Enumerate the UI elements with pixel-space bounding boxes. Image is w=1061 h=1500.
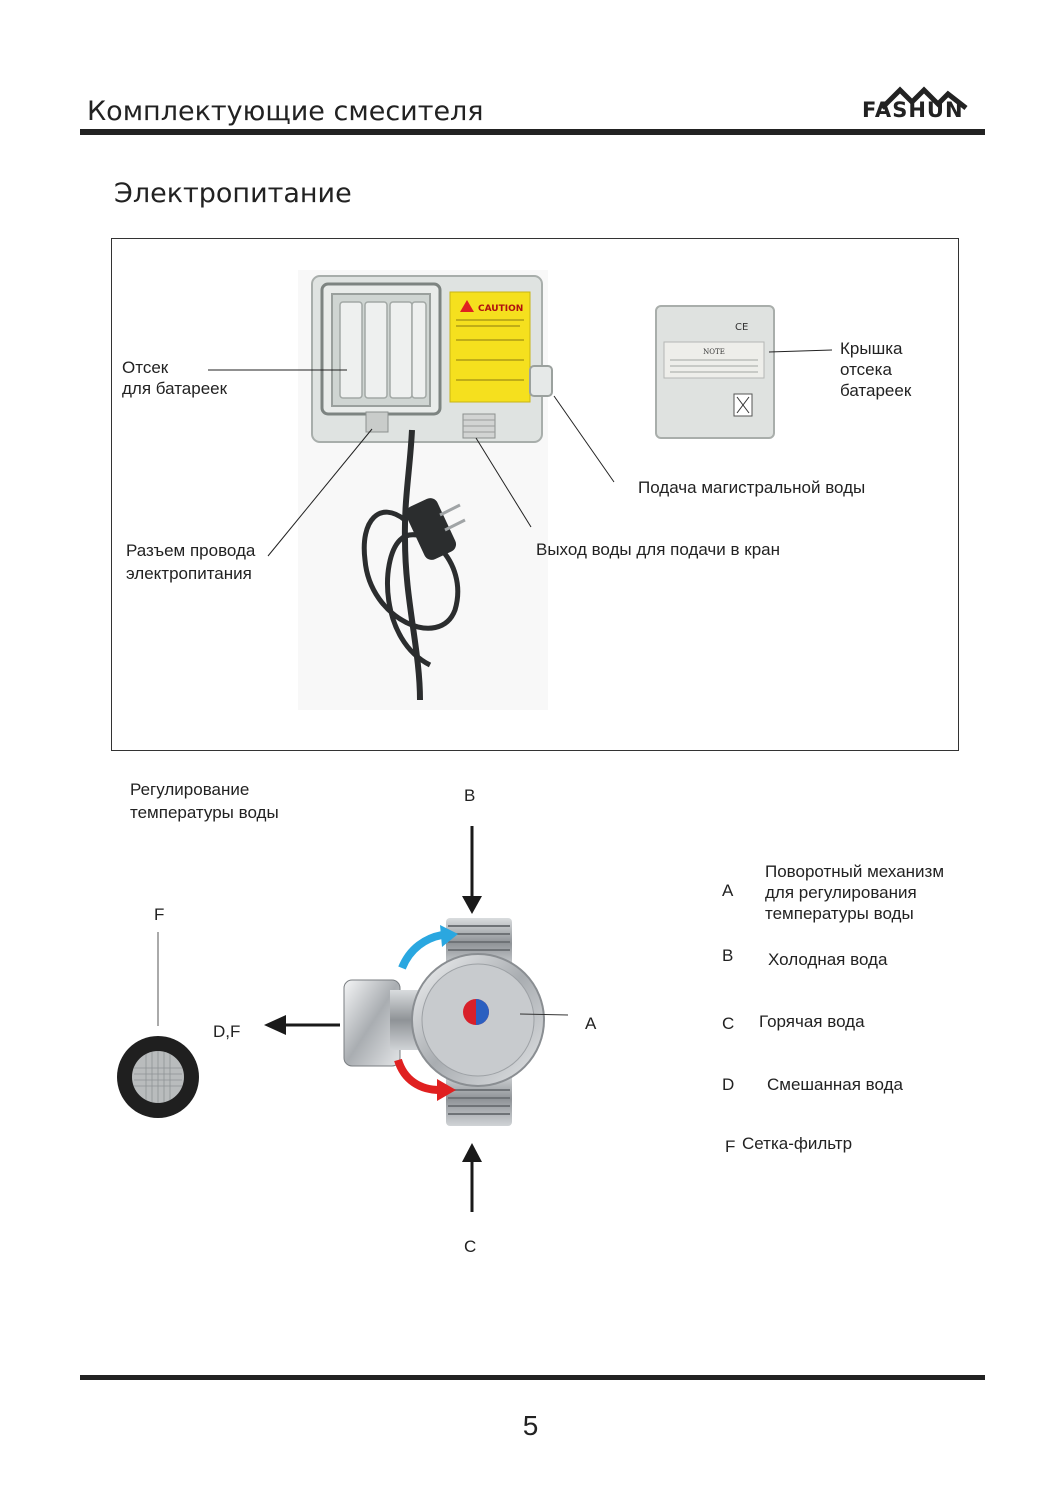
ce-mark: CE bbox=[735, 322, 748, 333]
brand-name: FASHUN bbox=[862, 98, 964, 122]
legend-text-f: Сетка-фильтр bbox=[742, 1134, 853, 1153]
label-mains-water-inlet: Подача магистральной воды bbox=[638, 478, 866, 497]
legend-letter-a: A bbox=[722, 881, 734, 900]
header-rule bbox=[80, 129, 985, 135]
page-header-title: Комплектующие смесителя bbox=[87, 96, 484, 127]
label-battery-cover: Крышка отсека батареек bbox=[840, 339, 912, 400]
diagram-letter-f: F bbox=[154, 905, 165, 924]
section-title-temperature: Регулирование температуры воды bbox=[130, 780, 279, 822]
legend-text-c: Горячая вода bbox=[759, 1012, 865, 1031]
legend-letter-b: B bbox=[722, 946, 734, 965]
label-power-cable-connector: Разъем провода электропитания bbox=[126, 541, 256, 583]
note-label: NOTE bbox=[703, 348, 725, 356]
diagram-letter-a: A bbox=[585, 1014, 597, 1033]
power-supply-panel bbox=[111, 238, 959, 751]
legend-letter-f: F bbox=[725, 1137, 736, 1156]
legend-letter-c: C bbox=[722, 1014, 735, 1033]
diagram-letter-df: D,F bbox=[213, 1022, 241, 1041]
page-number: 5 bbox=[522, 1410, 539, 1441]
footer-rule bbox=[80, 1375, 985, 1380]
caution-label: CAUTION bbox=[478, 304, 523, 314]
label-water-outlet: Выход воды для подачи в кран bbox=[536, 540, 780, 559]
diagram-letter-b: B bbox=[464, 786, 476, 805]
section-title-power: Электропитание bbox=[114, 178, 352, 209]
brand-logo bbox=[880, 86, 970, 110]
legend-text-a: Поворотный механизм для регулирования те… bbox=[765, 862, 945, 923]
legend-letter-d: D bbox=[722, 1075, 735, 1094]
legend-text-d: Смешанная вода bbox=[767, 1075, 903, 1094]
legend-text-b: Холодная вода bbox=[768, 950, 888, 969]
label-battery-compartment: Отсек для батареек bbox=[122, 358, 228, 398]
diagram-letter-c: C bbox=[464, 1237, 477, 1256]
